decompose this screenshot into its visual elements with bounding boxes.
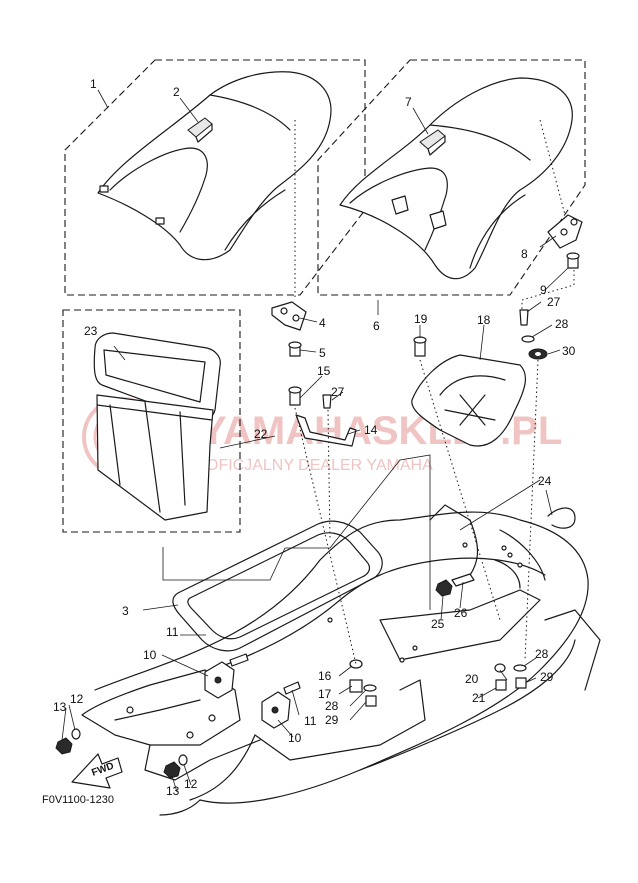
part-label: 29 [540,670,554,684]
part-label: 10 [288,731,302,745]
assembly-lines [294,119,575,665]
part-labels: 1 2 3 4 5 6 7 8 9 10 10 11 11 12 12 13 1… [53,77,576,798]
hardware-items [55,309,576,779]
part-label: 13 [53,700,67,714]
seat-seal-ring [172,520,383,652]
part-label: 21 [472,691,486,705]
hull-deck [94,504,601,816]
part-label: 25 [431,617,445,631]
part-label: 18 [477,313,491,327]
part-label: 30 [562,344,576,358]
watermark-subtitle: OFICJALNY DEALER YAMAHA [206,457,433,474]
part-label: 29 [325,713,339,727]
seat-tray [411,354,527,447]
part-label: 4 [319,316,326,330]
part-label: 27 [331,385,345,399]
rear-seat-bracket [547,214,583,269]
part-label: 13 [166,784,180,798]
figure-code: F0V1100-1230 [42,794,114,806]
part-label: 23 [84,324,98,338]
part-label: 11 [304,714,317,728]
part-label: 28 [535,647,549,661]
part-label: 28 [325,699,339,713]
part-label: 10 [143,648,157,662]
part-label: 19 [414,312,428,326]
rear-seat-assembly [339,77,573,280]
part-label: 17 [318,687,332,701]
part-label: 27 [547,295,561,309]
rear-step-structure [81,669,261,781]
part-label: 20 [465,672,479,686]
part-label: 16 [318,669,332,683]
part-label: 22 [254,427,268,441]
dashed-group-frames [62,59,586,533]
part-label: 7 [405,95,412,109]
bracket-10-lower [261,691,291,729]
part-label: 2 [173,85,180,99]
part-label: 8 [521,247,528,261]
part-label: 24 [538,474,552,488]
bracket-10-upper [204,661,235,699]
part-label: 5 [319,346,326,360]
part-label: 15 [317,364,331,378]
part-label: 28 [555,317,569,331]
part-label: 1 [90,77,97,91]
bracket-14 [295,414,357,447]
part-label: 11 [166,625,179,639]
part-label: 14 [364,423,378,437]
part-label: 9 [540,283,547,297]
front-seat-hook [271,301,307,357]
fwd-arrow-icon: FWD [71,753,123,789]
leader-lines [61,89,569,793]
part-label: 12 [70,692,84,706]
part-label: 3 [122,604,129,618]
part-label: 6 [373,319,380,333]
part-label: 26 [454,606,468,620]
part-label: 12 [184,777,198,791]
front-seat-assembly [97,71,332,261]
storage-bin [93,332,221,521]
